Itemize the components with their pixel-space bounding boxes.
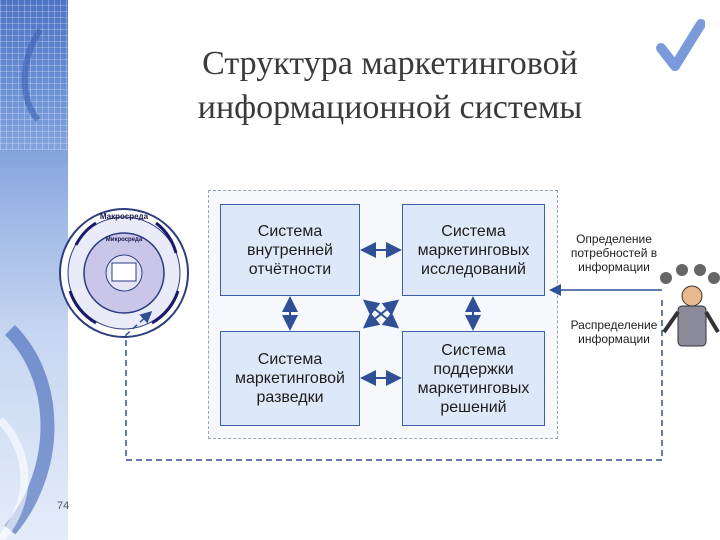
environment-circle-icon: Макросреда Микросреда [59, 208, 189, 338]
title-line-2: информационной системы [197, 89, 583, 126]
decision-support-box: Система поддержки маркетинговых решений [402, 331, 545, 426]
distribution-label: Распределение информации [570, 318, 658, 346]
sidebar-decoration [0, 0, 68, 540]
arrow-diagonal-2 [362, 299, 400, 329]
marketing-intelligence-label: Система маркетинговой разведки [235, 351, 345, 406]
slide-title: Структура маркетинговой информационной с… [120, 42, 660, 130]
decision-support-label: Система поддержки маркетинговых решений [417, 341, 530, 416]
marketing-research-box: Система маркетинговых исследований [402, 204, 545, 296]
title-line-1: Структура маркетинговой [202, 45, 578, 82]
sidebar-grid [0, 0, 68, 150]
checkmark-icon [656, 19, 705, 71]
needs-label: Определение потребностей в информации [570, 232, 658, 274]
distribution-loop [125, 300, 663, 461]
page-number: 74 [57, 500, 70, 512]
marketing-research-label: Система маркетинговых исследований [417, 222, 530, 278]
internal-reporting-box: Система внутренней отчётности [220, 204, 360, 296]
sidebar-swirl-icon [0, 28, 55, 540]
manager-figure-icon [660, 264, 720, 347]
internal-reporting-label: Система внутренней отчётности [247, 222, 333, 278]
micro-environment-label: Микросреда [106, 237, 143, 243]
marketing-intelligence-box: Система маркетинговой разведки [220, 331, 360, 426]
macro-environment-label: Макросреда [100, 212, 149, 221]
